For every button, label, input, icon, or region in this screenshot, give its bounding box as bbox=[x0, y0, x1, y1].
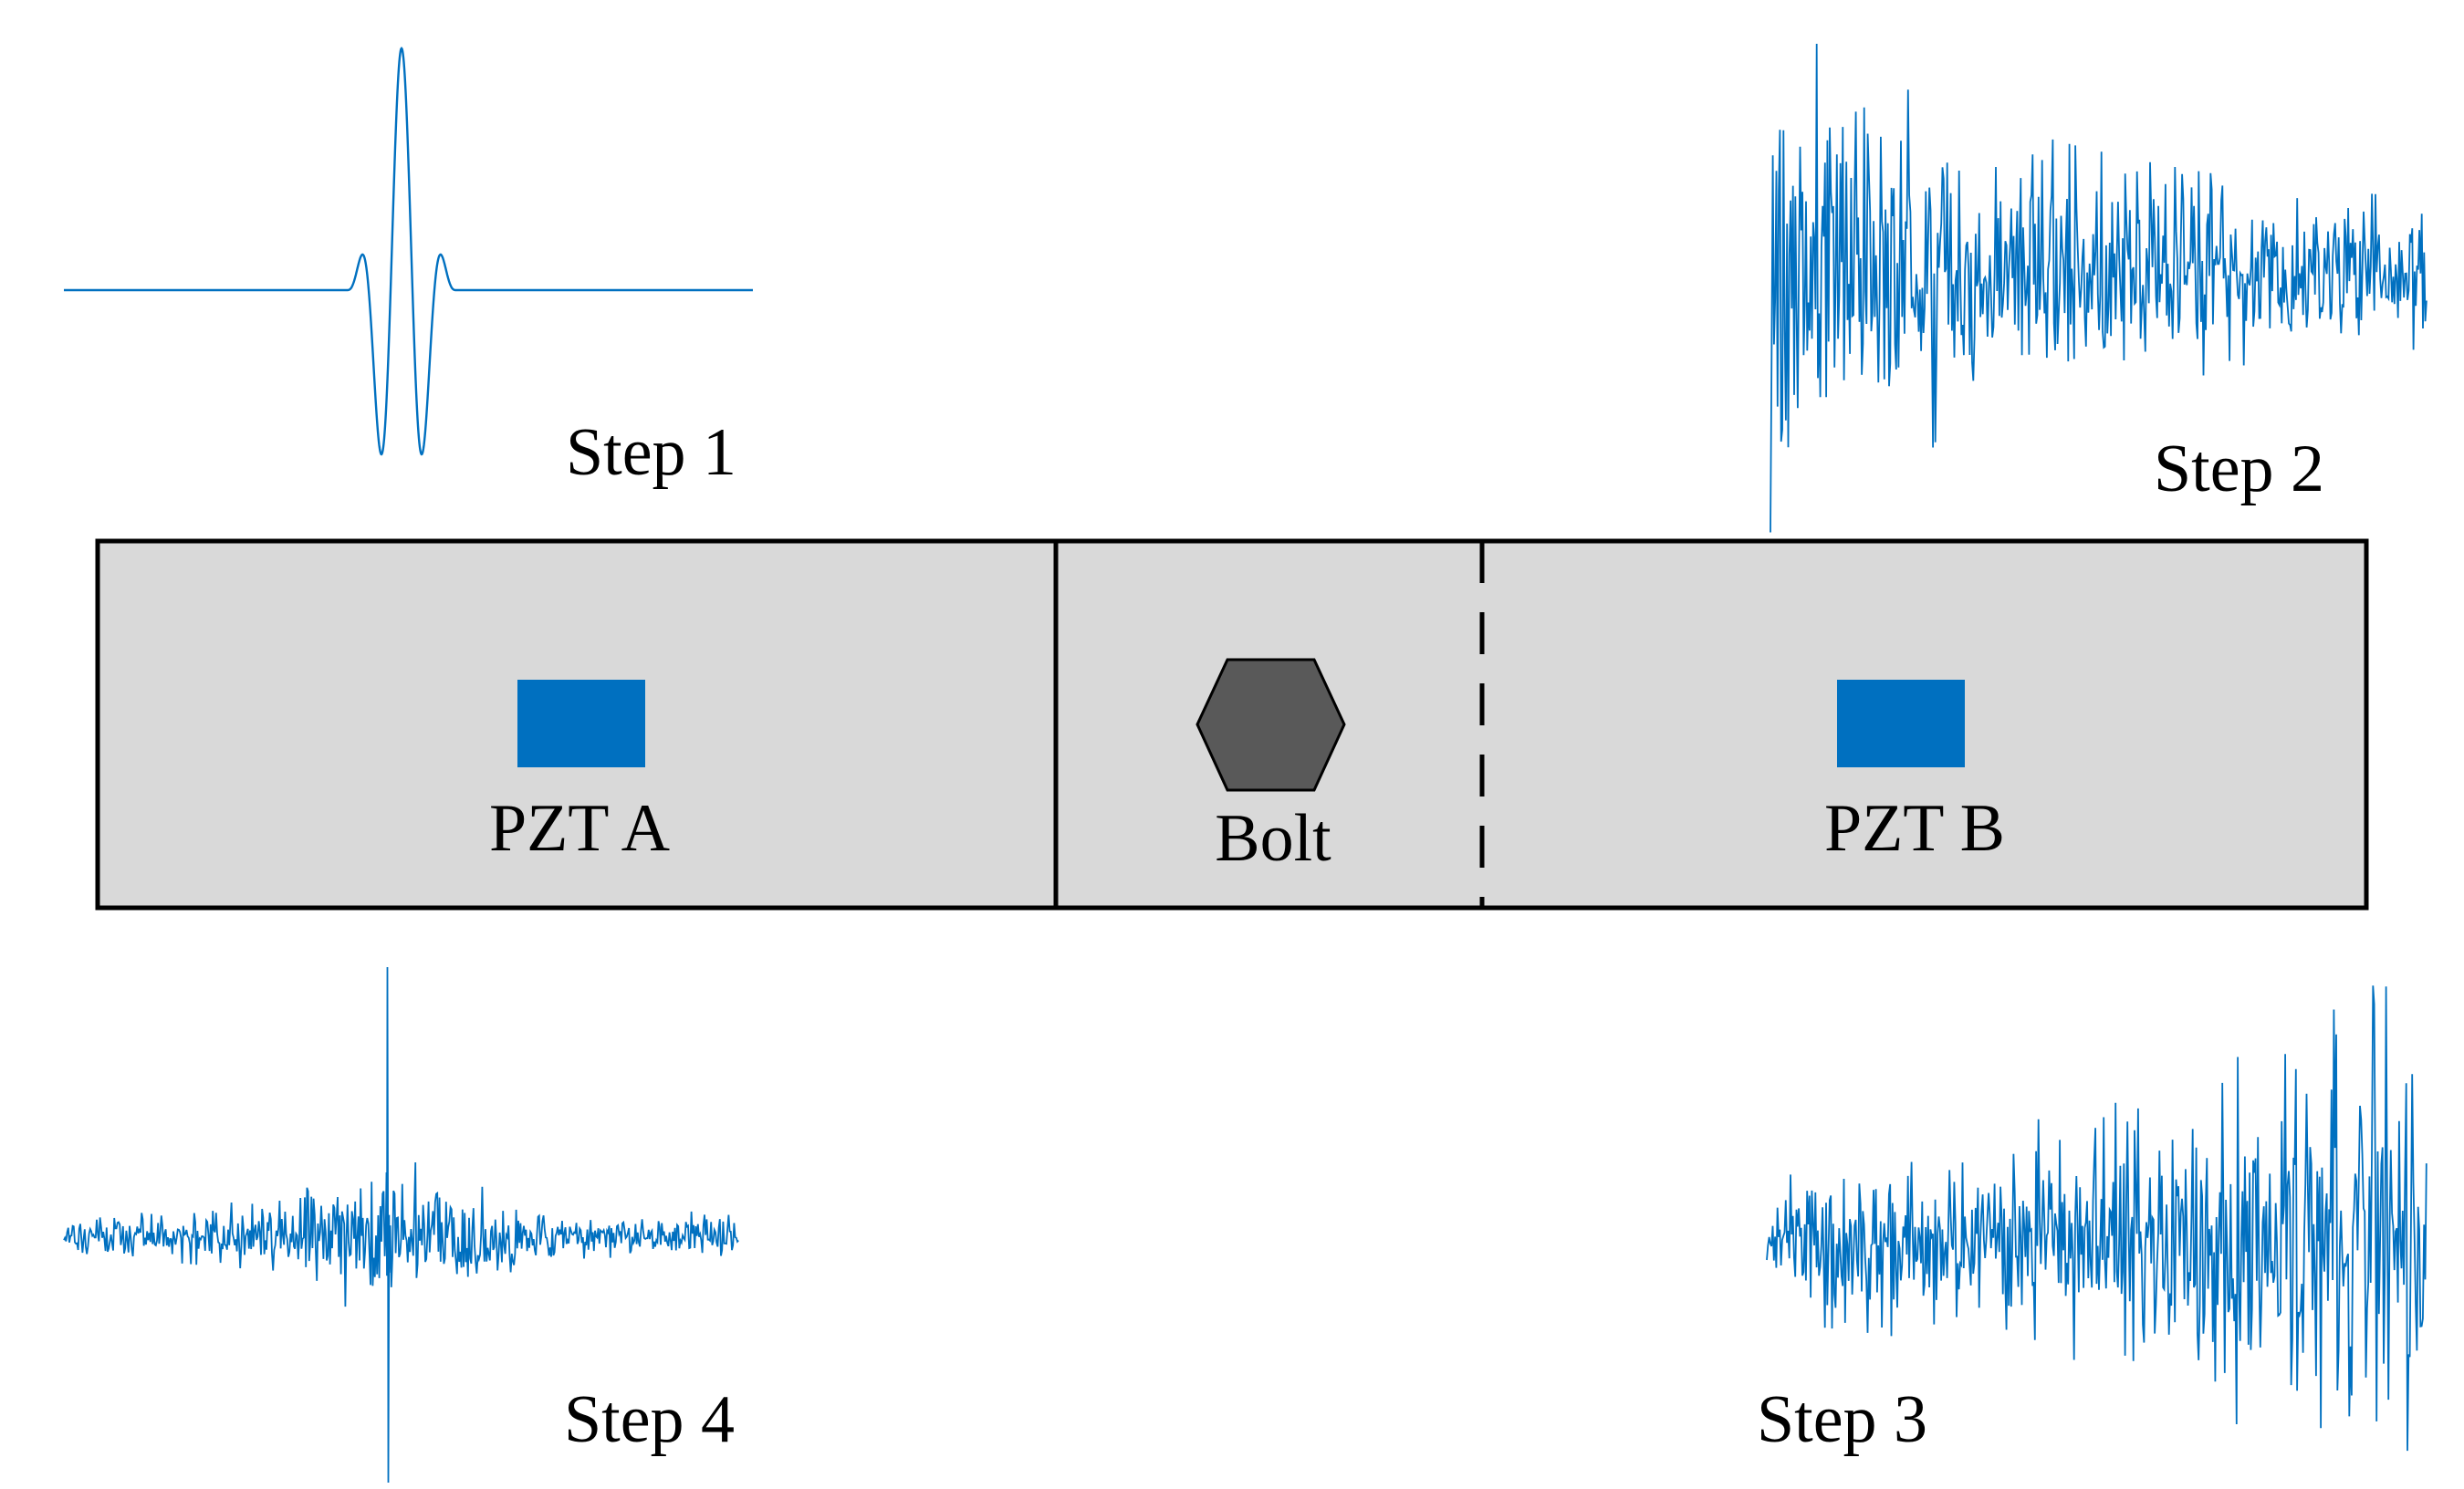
step3-time-reversed-waveform bbox=[1766, 985, 2427, 1452]
step2-signal-group bbox=[1770, 43, 2427, 533]
step3-signal-group bbox=[1766, 985, 2427, 1452]
pzt-a-sensor bbox=[517, 680, 645, 767]
step2-label: Step 2 bbox=[2154, 432, 2324, 506]
step1-signal-group bbox=[64, 47, 753, 456]
pzt-a-label: PZT A bbox=[489, 791, 670, 866]
pzt-b-label: PZT B bbox=[1824, 791, 2005, 866]
step4-signal-group bbox=[63, 966, 739, 1484]
step1-label: Step 1 bbox=[566, 415, 736, 490]
step4-label: Step 4 bbox=[564, 1382, 735, 1457]
bolted-joint-plate bbox=[95, 538, 2369, 911]
step1-tone-burst-waveform bbox=[64, 47, 753, 456]
step2-response-waveform bbox=[1770, 43, 2427, 533]
step4-refocused-waveform bbox=[63, 966, 739, 1484]
bolt-label: Bolt bbox=[1215, 801, 1331, 876]
pzt-b-sensor bbox=[1837, 680, 1965, 767]
step3-label: Step 3 bbox=[1757, 1382, 1927, 1457]
bolt-hexagon-icon bbox=[1195, 658, 1346, 792]
